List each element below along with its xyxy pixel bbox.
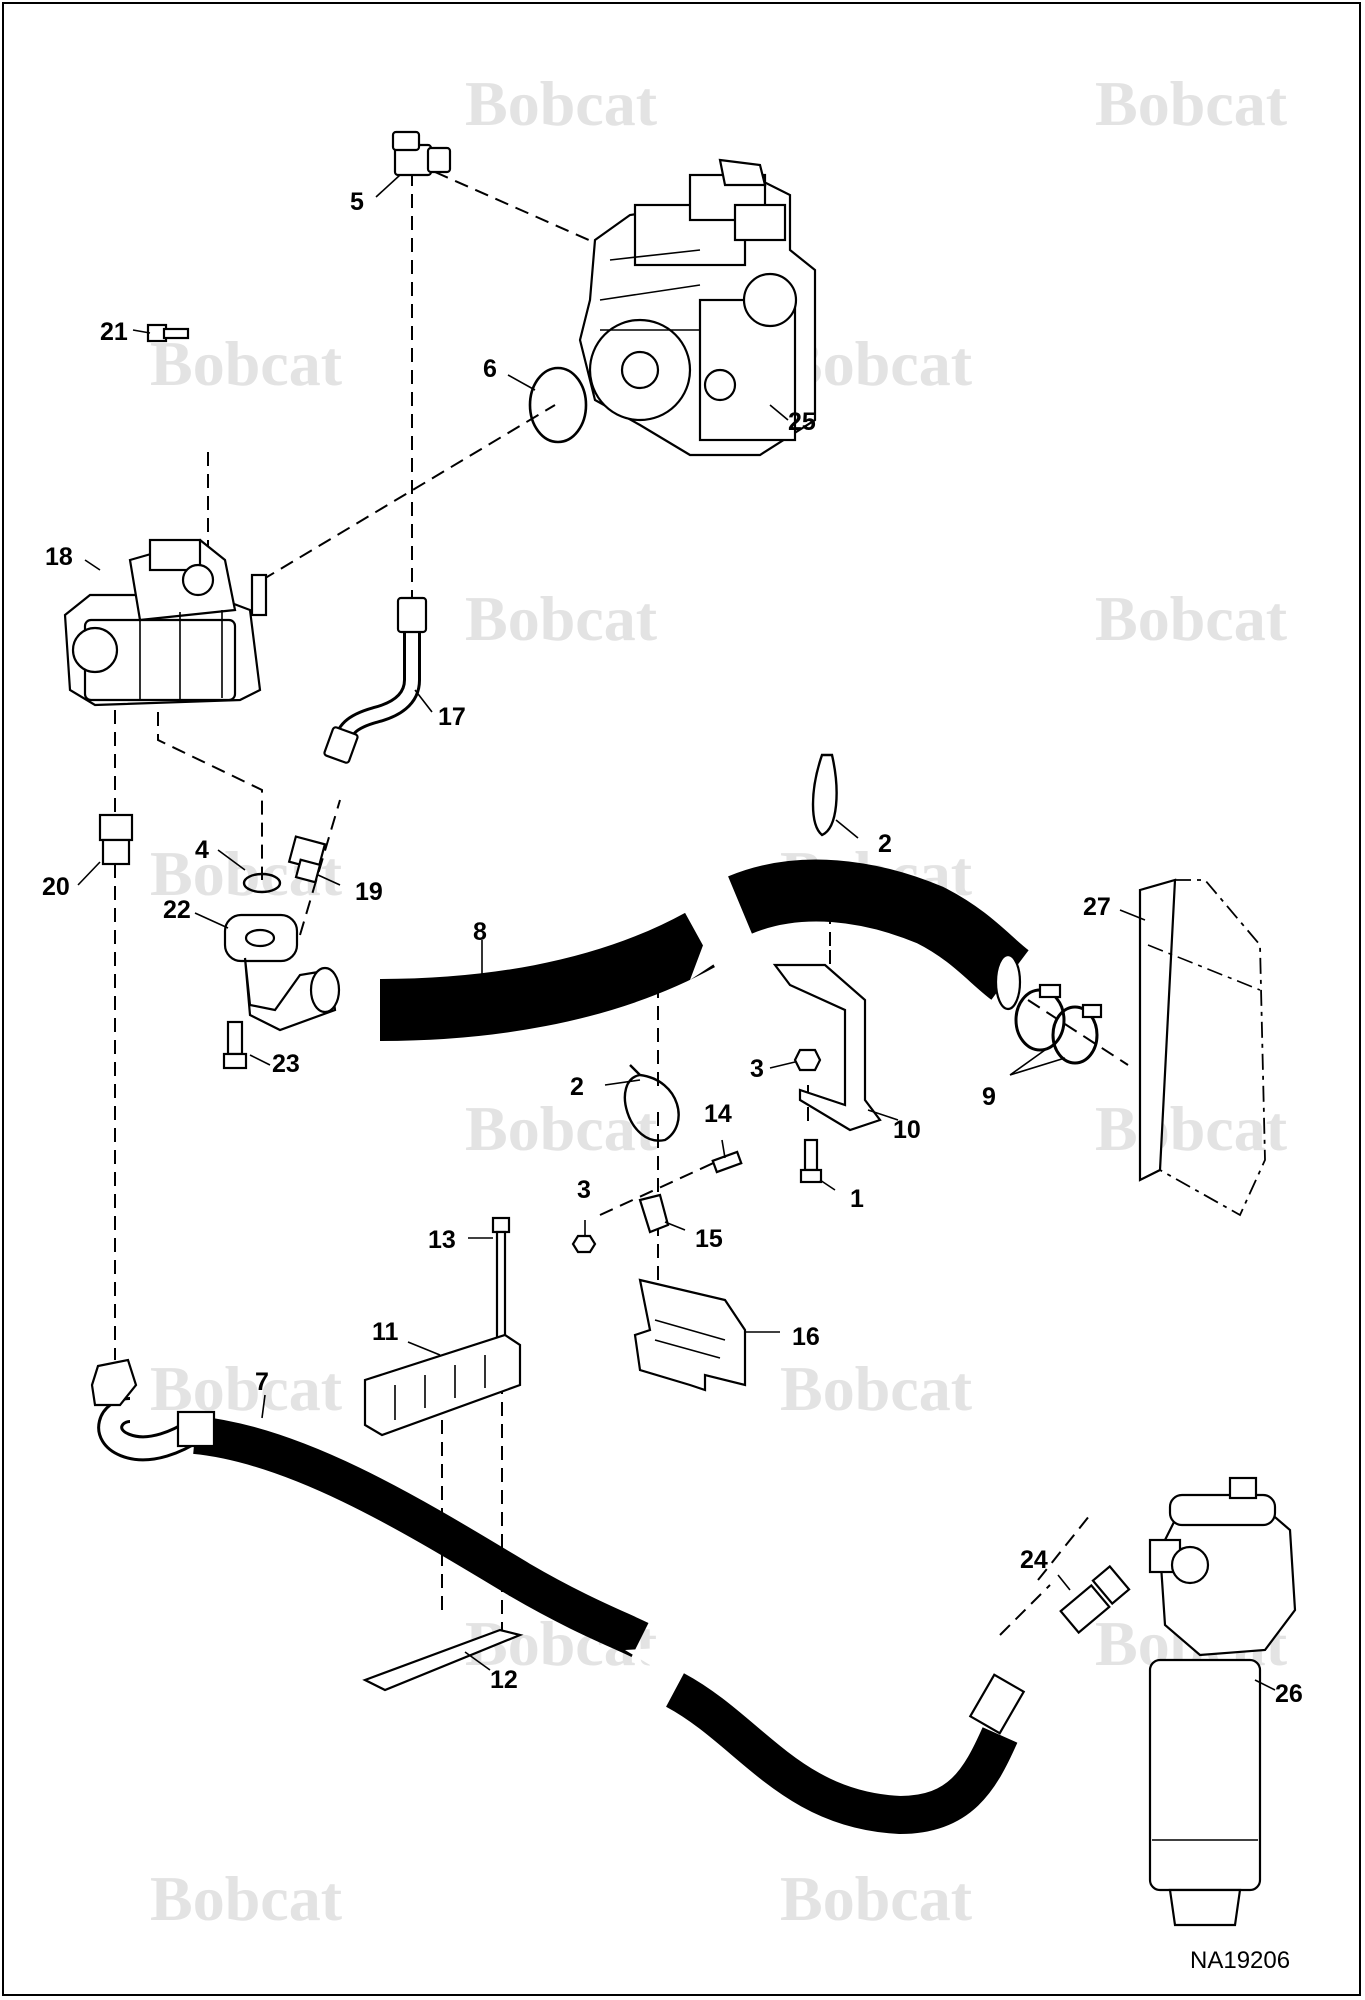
bracket-10	[772, 963, 882, 1132]
return-hose-7	[90, 1358, 1026, 1835]
flange-elbow-22	[223, 913, 341, 1032]
elbow-fitting-5	[391, 130, 452, 177]
callout-11: 11	[372, 1318, 399, 1346]
elbow-fitting-24	[1059, 1564, 1131, 1635]
watermark: Bobcat	[1095, 1093, 1288, 1164]
mount-bracket-16	[633, 1278, 747, 1392]
cable-tie-2-lower	[623, 1064, 680, 1142]
adapter-fitting-20	[98, 813, 134, 866]
bolt-1	[799, 1138, 823, 1184]
watermark: Bobcat	[465, 68, 658, 139]
callout-27: 27	[1083, 893, 1111, 921]
callout-23: 23	[272, 1050, 300, 1078]
watermark: Bobcat	[1095, 68, 1288, 139]
callout-26: 26	[1275, 1680, 1303, 1708]
callout-12: 12	[490, 1666, 518, 1694]
reservoir-27	[1138, 878, 1266, 1217]
callout-8: 8	[473, 918, 487, 946]
bolt-14	[711, 1150, 743, 1174]
hose-clamps-9	[1014, 983, 1103, 1065]
callout-15: 15	[695, 1225, 723, 1253]
hydrostatic-pump-25	[578, 158, 817, 457]
clip-15	[638, 1193, 670, 1234]
callout-14: 14	[704, 1100, 732, 1128]
return-filter-26	[1148, 1476, 1297, 1927]
callout-7: 7	[255, 1368, 269, 1396]
watermark: Bobcat	[465, 583, 658, 654]
callout-24: 24	[1020, 1546, 1048, 1574]
cable-tie-2-upper	[811, 753, 838, 837]
callout-labels: 5 6 25 21 18 17 2 27 4 20 19 22 8 23 3 1…	[42, 188, 1303, 1708]
nut-3-lower	[571, 1234, 597, 1254]
callout-18: 18	[45, 543, 73, 571]
watermark: Bobcat	[150, 328, 343, 399]
watermark: Bobcat	[1095, 583, 1288, 654]
clamp-block-11	[363, 1333, 522, 1437]
callout-21: 21	[100, 318, 128, 346]
watermark: Bobcat	[465, 1093, 658, 1164]
callout-10: 10	[893, 1116, 921, 1144]
bolt-21	[146, 323, 190, 343]
leader-lines	[77, 174, 1276, 1691]
o-ring-6	[528, 366, 588, 444]
callout-13: 13	[428, 1226, 456, 1254]
callout-3: 3	[750, 1055, 764, 1083]
callout-20: 20	[42, 873, 70, 901]
callout-4: 4	[195, 836, 209, 864]
callout-3: 3	[577, 1176, 591, 1204]
callout-1: 1	[850, 1185, 864, 1213]
callout-9: 9	[982, 1083, 996, 1111]
nut-3-upper	[793, 1048, 822, 1072]
callout-5: 5	[350, 188, 364, 216]
sensor-switch-19	[287, 835, 327, 884]
callout-16: 16	[792, 1323, 820, 1351]
watermark: Bobcat	[780, 1863, 973, 1934]
strap-plate-12	[362, 1628, 524, 1692]
callout-25: 25	[788, 408, 816, 436]
watermark: Bobcat	[780, 1353, 973, 1424]
o-ring-4	[242, 872, 282, 894]
metal-line-17	[323, 596, 428, 764]
callout-6: 6	[483, 355, 497, 383]
callout-2: 2	[878, 830, 892, 858]
figure-code: NA19206	[1190, 1947, 1290, 1974]
bolt-23	[222, 1020, 248, 1070]
suction-hose-8	[379, 859, 1030, 1041]
callout-17: 17	[438, 703, 466, 731]
watermark: Bobcat	[150, 1863, 343, 1934]
gear-pump-18	[63, 538, 268, 707]
callout-2: 2	[570, 1073, 584, 1101]
callout-22: 22	[163, 896, 191, 924]
callout-19: 19	[355, 878, 383, 906]
